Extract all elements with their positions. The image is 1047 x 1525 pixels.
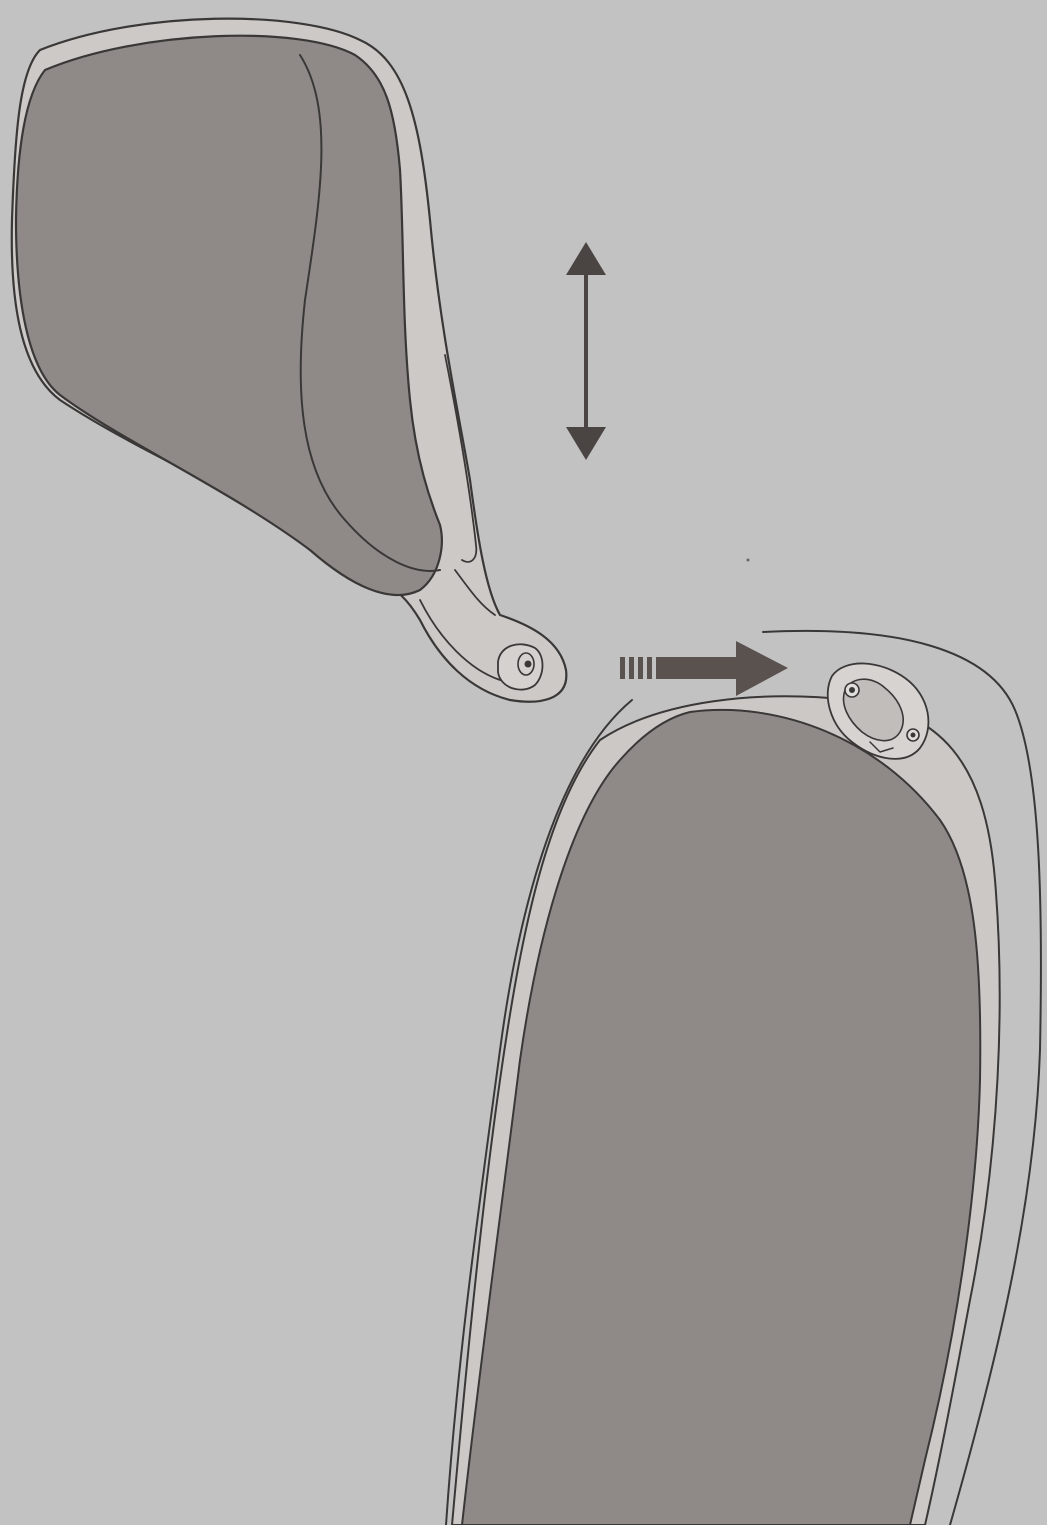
plug-icon: [498, 644, 543, 689]
backrest-cushion: [462, 710, 980, 1525]
insert-direction-arrow-icon: [620, 641, 788, 696]
height-adjust-arrow-icon: [566, 242, 606, 460]
headrest: [12, 19, 567, 702]
headrest-pad: [16, 36, 442, 595]
speck: [747, 559, 750, 562]
chair-backrest: [446, 631, 1041, 1525]
